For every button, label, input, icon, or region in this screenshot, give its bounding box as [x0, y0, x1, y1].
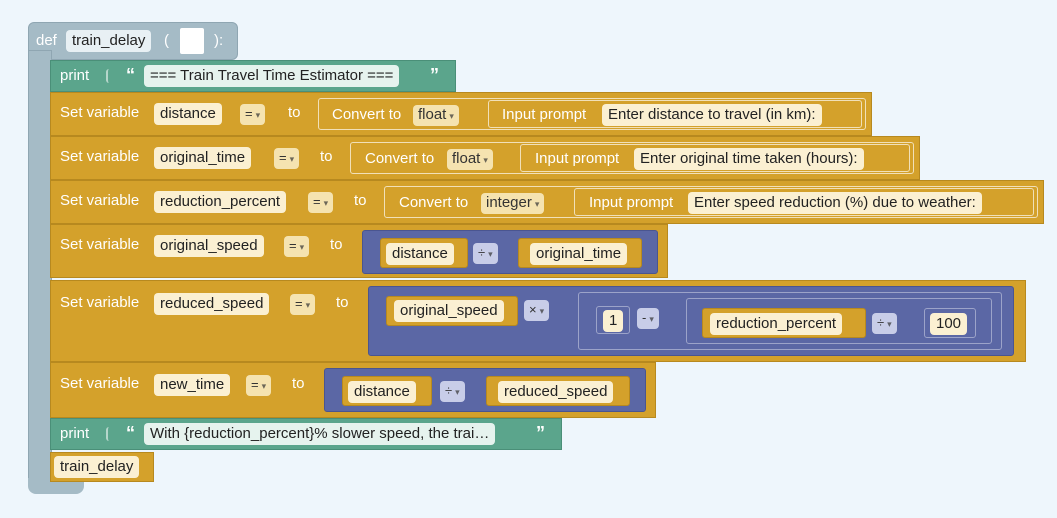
def-block-spine: [28, 50, 52, 490]
number-field-1[interactable]: 1: [603, 310, 624, 332]
convert-block-1[interactable]: [318, 98, 866, 130]
left-operand-field-5[interactable]: original_speed: [394, 300, 504, 322]
convert-label-3: Convert to: [399, 194, 469, 211]
number-block-2[interactable]: [924, 308, 976, 338]
type-dropdown-2[interactable]: float▾: [447, 149, 493, 170]
chevron-down-icon: ▾: [299, 242, 305, 252]
chevron-down-icon: ▾: [289, 154, 295, 164]
set-label-3: Set variable: [60, 192, 140, 209]
operator-dropdown-5[interactable]: =▾: [290, 294, 316, 315]
to-label-3: to: [354, 192, 367, 209]
quote-open-icon: “: [126, 423, 135, 443]
variable-name-field-1[interactable]: distance: [154, 103, 222, 125]
def-keyword: def: [36, 32, 57, 49]
to-label-2: to: [320, 148, 333, 165]
chevron-down-icon: ▾: [255, 110, 261, 120]
print-text-field-1[interactable]: === Train Travel Time Estimator ===: [144, 65, 400, 87]
chevron-down-icon: ▾: [449, 111, 454, 121]
set-label-5: Set variable: [60, 294, 140, 311]
chevron-down-icon: ▾: [305, 300, 311, 310]
number-field-2[interactable]: 100: [930, 313, 968, 335]
input-label-3: Input prompt: [589, 194, 674, 211]
chevron-down-icon: ▾: [649, 314, 654, 324]
input-block-2[interactable]: [520, 144, 910, 172]
convert-block-3[interactable]: [384, 186, 1038, 218]
variable-name-field-6[interactable]: new_time: [154, 374, 231, 396]
operator-dropdown-1[interactable]: =▾: [240, 104, 266, 125]
def-block-bottom: [28, 478, 84, 494]
number-block-1[interactable]: [596, 306, 630, 334]
chevron-down-icon: ▾: [483, 155, 488, 165]
variable-name-field-5[interactable]: reduced_speed: [154, 293, 270, 315]
chevron-down-icon: ▾: [539, 306, 545, 316]
chevron-down-icon: ▾: [261, 381, 267, 391]
variable-name-field-2[interactable]: original_time: [154, 147, 252, 169]
inner-divide-op-dropdown-5[interactable]: ÷▾: [872, 313, 897, 334]
chevron-down-icon: ▾: [534, 199, 540, 209]
inner-left-operand-field-5[interactable]: reduction_percent: [710, 313, 843, 335]
right-operand-field-4[interactable]: original_time: [530, 243, 628, 265]
chevron-down-icon: ▾: [887, 319, 892, 329]
chevron-down-icon: ▾: [323, 198, 329, 208]
to-label-6: to: [292, 375, 305, 392]
quote-close-icon: ”: [430, 65, 439, 85]
prompt-field-2[interactable]: Enter original time taken (hours):: [634, 148, 864, 170]
input-block-3[interactable]: [574, 188, 1034, 216]
set-label-1: Set variable: [60, 104, 140, 121]
left-operand-field-6[interactable]: distance: [348, 381, 416, 403]
print-text-field-2[interactable]: With {reduction_percent}% slower speed, …: [144, 423, 496, 445]
to-label-1: to: [288, 104, 301, 121]
prompt-field-3[interactable]: Enter speed reduction (%) due to weather…: [688, 192, 982, 214]
type-dropdown-1[interactable]: float▾: [413, 105, 459, 126]
input-block-1[interactable]: [488, 100, 862, 128]
operator-dropdown-3[interactable]: =▾: [308, 192, 334, 213]
convert-label-2: Convert to: [365, 150, 435, 167]
convert-label-1: Convert to: [332, 106, 402, 123]
math-op-dropdown-6[interactable]: ÷▾: [440, 381, 465, 402]
params-socket[interactable]: [180, 28, 204, 54]
print-keyword-2: print: [60, 425, 90, 442]
set-label-6: Set variable: [60, 375, 140, 392]
quote-close-icon: ”: [536, 423, 545, 443]
function-name-field[interactable]: train_delay: [66, 30, 152, 52]
left-operand-field-4[interactable]: distance: [386, 243, 454, 265]
multiply-op-dropdown-5[interactable]: ×▾: [524, 300, 550, 321]
right-operand-field-6[interactable]: reduced_speed: [498, 381, 614, 403]
to-label-5: to: [336, 294, 349, 311]
type-dropdown-3[interactable]: integer▾: [481, 193, 545, 214]
def-close-paren: ):: [214, 32, 224, 49]
set-label-2: Set variable: [60, 148, 140, 165]
to-label-4: to: [330, 236, 343, 253]
call-function-name[interactable]: train_delay: [54, 456, 140, 478]
chevron-down-icon: ▾: [455, 387, 460, 397]
variable-name-field-3[interactable]: reduction_percent: [154, 191, 287, 213]
print-keyword-1: print: [60, 67, 90, 84]
input-label-1: Input prompt: [502, 106, 587, 123]
subtract-block-5[interactable]: [578, 292, 1002, 350]
def-open-paren: (: [164, 32, 169, 49]
set-label-4: Set variable: [60, 236, 140, 253]
operator-dropdown-4[interactable]: =▾: [284, 236, 310, 257]
operator-dropdown-2[interactable]: =▾: [274, 148, 300, 169]
variable-name-field-4[interactable]: original_speed: [154, 235, 264, 257]
input-label-2: Input prompt: [535, 150, 620, 167]
divide-block-5[interactable]: [686, 298, 992, 344]
minus-op-dropdown-5[interactable]: -▾: [637, 308, 659, 329]
operator-dropdown-6[interactable]: =▾: [246, 375, 272, 396]
value-notch: [106, 69, 112, 83]
prompt-field-1[interactable]: Enter distance to travel (in km):: [602, 104, 822, 126]
convert-block-2[interactable]: [350, 142, 914, 174]
chevron-down-icon: ▾: [488, 249, 493, 259]
math-op-dropdown-4[interactable]: ÷▾: [473, 243, 498, 264]
quote-open-icon: “: [126, 65, 135, 85]
value-notch: [106, 427, 112, 441]
